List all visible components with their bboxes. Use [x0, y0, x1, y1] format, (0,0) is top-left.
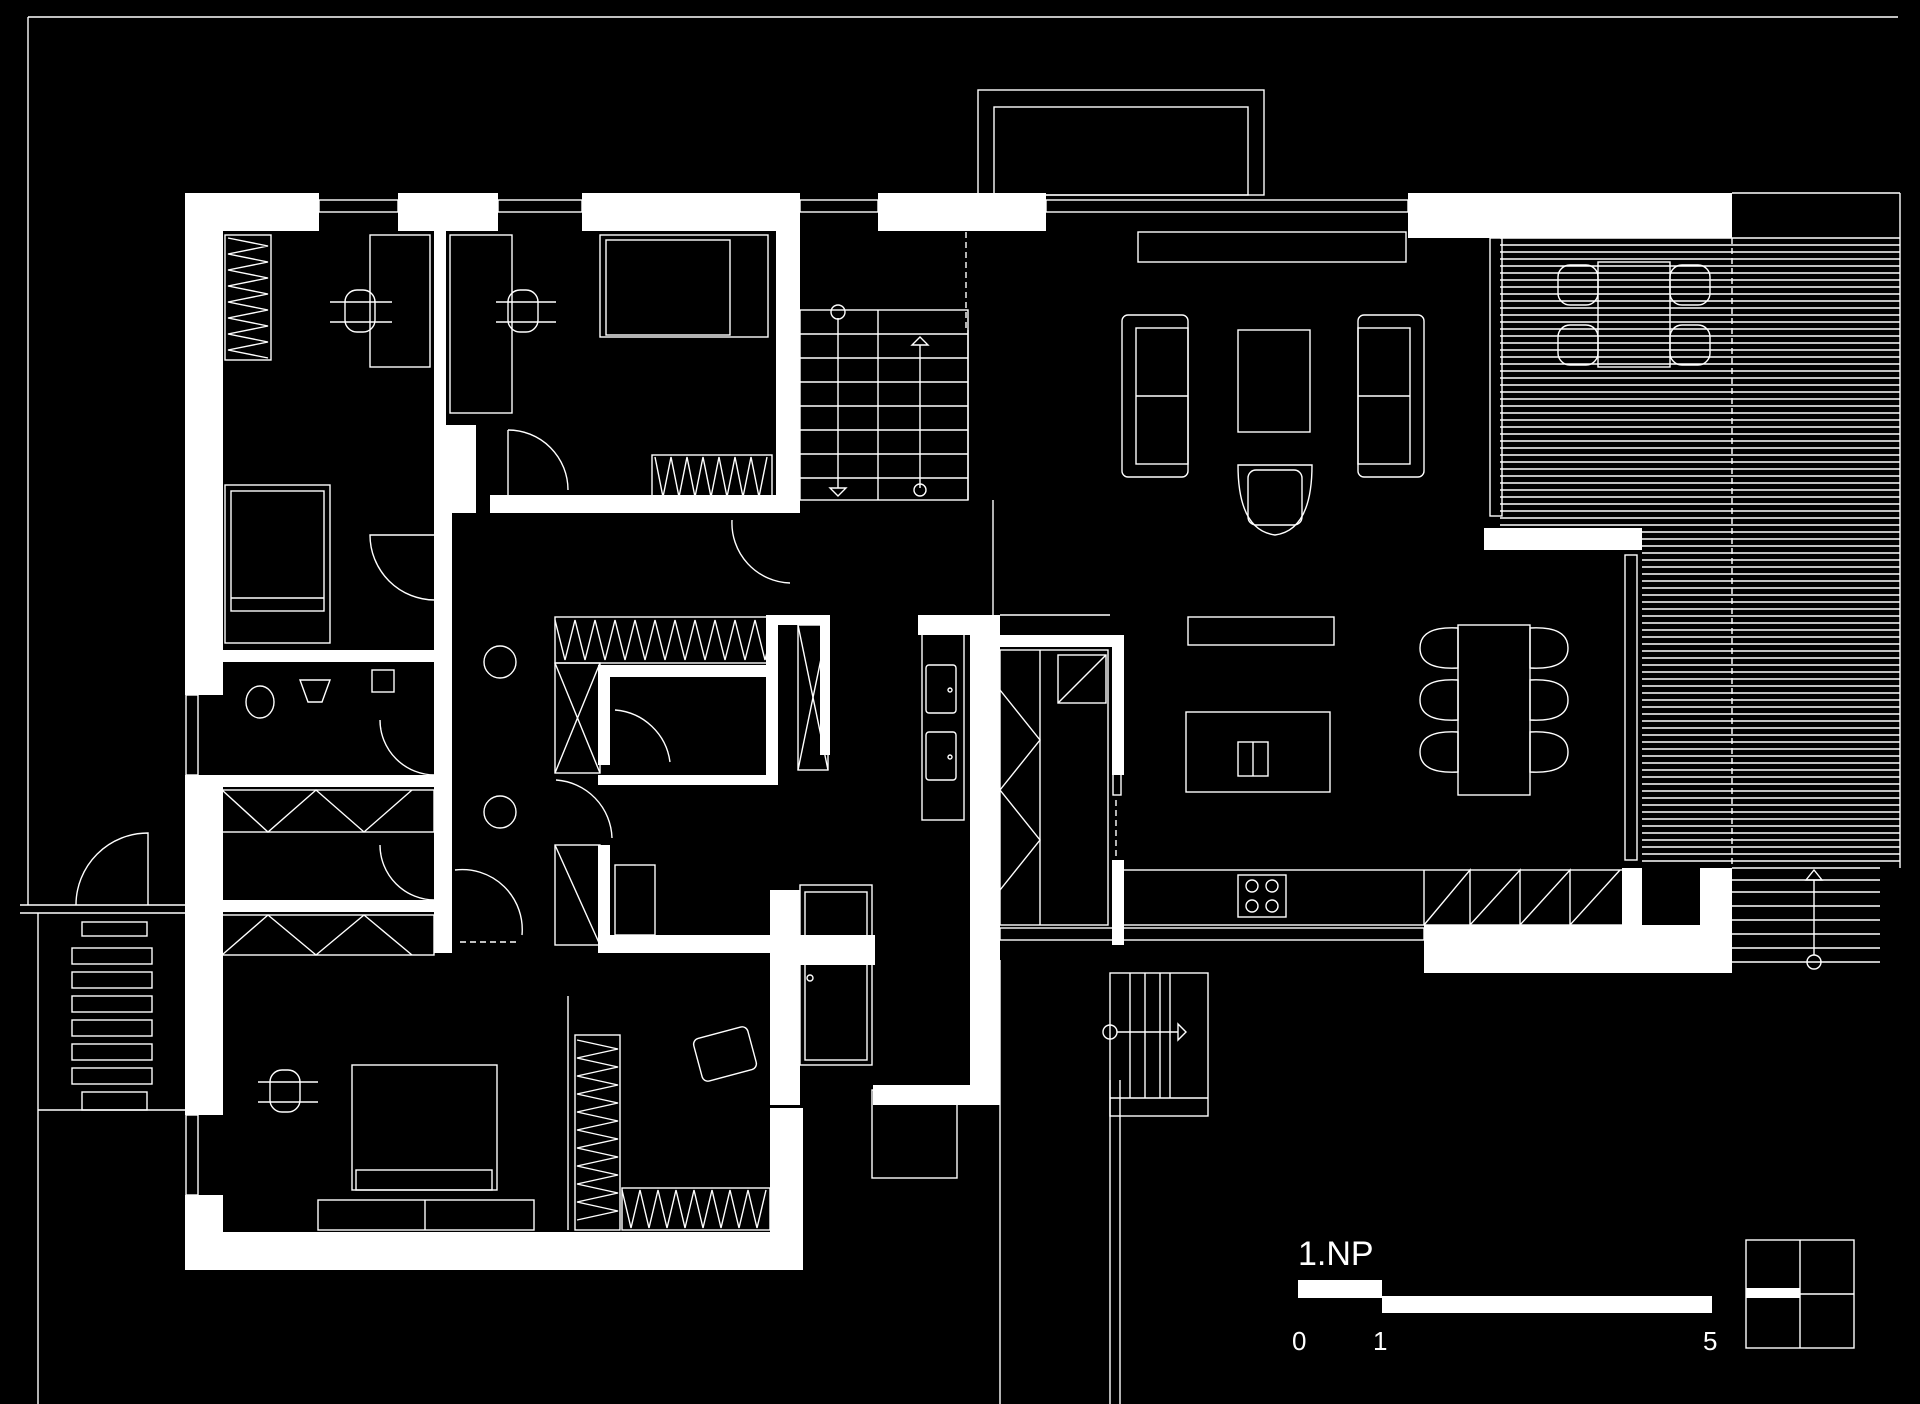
master-bedroom [258, 996, 771, 1231]
balcony-bay [977, 89, 1265, 196]
hall-wardrobe [454, 519, 829, 946]
chair-icon [496, 289, 556, 333]
staircase [799, 304, 969, 501]
utility-room [999, 649, 1122, 926]
key-plan [1745, 1239, 1855, 1349]
scale-tick-5: 5 [1703, 1326, 1717, 1356]
living-room [1121, 231, 1425, 646]
floor-label: 1.NP [1298, 1235, 1374, 1273]
chair-icon [330, 289, 392, 333]
exterior-steps-bottom [1102, 972, 1209, 1117]
scale-bar [1298, 1280, 1712, 1313]
hall-lights [483, 645, 517, 829]
windows [185, 199, 1638, 1196]
dashed-lines [965, 232, 1733, 868]
dining-chairs [1419, 627, 1569, 773]
scale-tick-0: 0 [1292, 1326, 1306, 1356]
entry-steps [38, 832, 185, 1111]
terrace-decking [1500, 192, 1901, 868]
terrace-seating [1557, 261, 1711, 368]
exterior-steps-right [1732, 867, 1880, 970]
legend: 1.NP 0 1 5 [1292, 1235, 1855, 1356]
bathroom-left [245, 669, 441, 776]
scale-tick-1: 1 [1373, 1326, 1387, 1356]
dining-kitchen [1121, 624, 1625, 927]
chair-icon [258, 1069, 318, 1113]
bedroom-2 [449, 234, 773, 506]
bathroom-main [692, 627, 965, 1179]
bedroom-1 [224, 234, 436, 644]
storage-closets [221, 789, 436, 956]
walls [185, 193, 1732, 1270]
